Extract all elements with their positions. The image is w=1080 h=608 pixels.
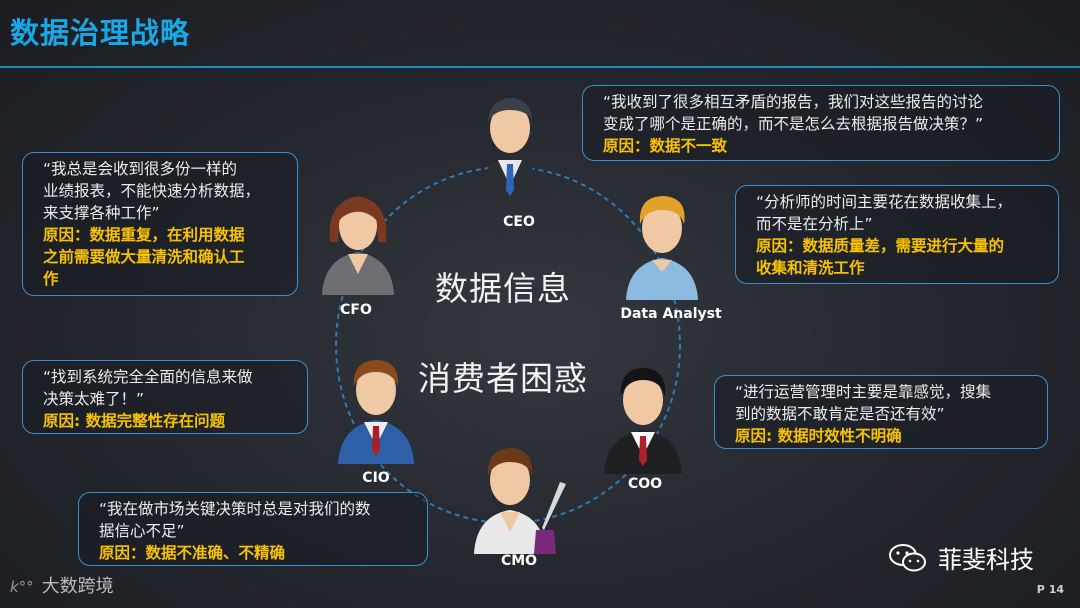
- cio-quote-line-1: “找到系统完全全面的信息来做: [43, 368, 253, 386]
- coo-quote-line-2: 到的数据不敢肯定是否还有效”: [735, 405, 945, 423]
- ceo-quote-line-1: “我收到了很多相互矛盾的报告，我们对这些报告的讨论: [603, 93, 984, 111]
- cio-quote-bubble: “找到系统完全全面的信息来做 决策太难了！” 原因: 数据完整性存在问题: [22, 360, 308, 434]
- analyst-quote-line-1: “分析师的时间主要花在数据收集上，: [756, 193, 1013, 211]
- coo-quote-bubble: “进行运营管理时主要是靠感觉，搜集 到的数据不敢肯定是否还有效” 原因: 数据时…: [714, 375, 1048, 449]
- cio-reason: 原因: 数据完整性存在问题: [43, 412, 226, 430]
- role-ceo-label: CEO: [503, 214, 535, 230]
- cfo-quote-line-2: 业绩报表，不能快速分析数据，: [43, 182, 261, 200]
- ceo-reason: 原因：数据不一致: [603, 137, 728, 155]
- cmo-reason: 原因：数据不准确、不精确: [99, 544, 286, 562]
- cfo-quote-bubble: “我总是会收到很多份一样的 业绩报表，不能快速分析数据， 来支撑各种工作” 原因…: [22, 152, 298, 296]
- brand-watermark: 菲斐科技: [888, 540, 1034, 575]
- cmo-quote-bubble: “我在做市场关键决策时总是对我们的数 据信心不足” 原因：数据不准确、不精确: [78, 492, 428, 566]
- ceo-quote-line-2: 变成了哪个是正确的，而不是怎么去根据报告做决策？”: [603, 115, 984, 133]
- ceo-avatar-icon: [474, 98, 546, 204]
- wechat-icon: [889, 543, 926, 571]
- role-coo-label: COO: [627, 476, 663, 492]
- center-text-data-info: 数据信息: [435, 269, 571, 308]
- cio-quote-line-2: 决策太难了！”: [43, 390, 145, 408]
- analyst-quote-line-2: 而不是在分析上”: [756, 215, 873, 233]
- logo-mark-icon: k°°: [10, 578, 34, 596]
- center-text-consumer-confusion: 消费者困惑: [418, 359, 588, 398]
- cmo-quote-line-2: 据信心不足”: [99, 522, 185, 540]
- analyst-reason-line-2: 收集和清洗工作: [756, 259, 865, 277]
- analyst-reason-line-1: 原因：数据质量差，需要进行大量的: [756, 237, 1005, 255]
- footer-logo: k°° 大数跨境: [10, 572, 114, 598]
- coo-avatar-icon: [604, 368, 682, 474]
- role-cmo-label: CMO: [500, 553, 538, 569]
- coo-quote-line-1: “进行运营管理时主要是靠感觉，搜集: [735, 383, 992, 401]
- cfo-reason-line-1: 原因：数据重复，在利用数据: [43, 226, 245, 244]
- brand-name: 菲斐科技: [938, 546, 1034, 574]
- ceo-quote-bubble: “我收到了很多相互矛盾的报告，我们对这些报告的讨论 变成了哪个是正确的，而不是怎…: [582, 85, 1060, 161]
- cmo-avatar-icon: [474, 448, 566, 554]
- cfo-quote-line-3: 来支撑各种工作”: [43, 204, 160, 222]
- cfo-reason-line-3: 作: [43, 270, 59, 288]
- role-cio-label: CIO: [362, 470, 390, 486]
- coo-reason: 原因: 数据时效性不明确: [735, 427, 902, 445]
- cmo-quote-line-1: “我在做市场关键决策时总是对我们的数: [99, 500, 371, 518]
- logo-text: 大数跨境: [41, 576, 114, 597]
- page-title: 数据治理战略: [10, 16, 191, 50]
- cfo-reason-line-2: 之前需要做大量清洗和确认工: [43, 248, 245, 266]
- title-divider: [0, 66, 1080, 68]
- analyst-quote-bubble: “分析师的时间主要花在数据收集上， 而不是在分析上” 原因：数据质量差，需要进行…: [735, 185, 1059, 284]
- role-analyst-label: Data Analyst: [620, 306, 722, 322]
- cfo-quote-line-1: “我总是会收到很多份一样的: [43, 160, 238, 178]
- cio-avatar-icon: [338, 360, 414, 464]
- page-number: P 14: [1036, 583, 1064, 596]
- analyst-avatar-icon: [626, 196, 698, 300]
- role-cfo-label: CFO: [340, 302, 372, 318]
- cfo-avatar-icon: [322, 196, 394, 295]
